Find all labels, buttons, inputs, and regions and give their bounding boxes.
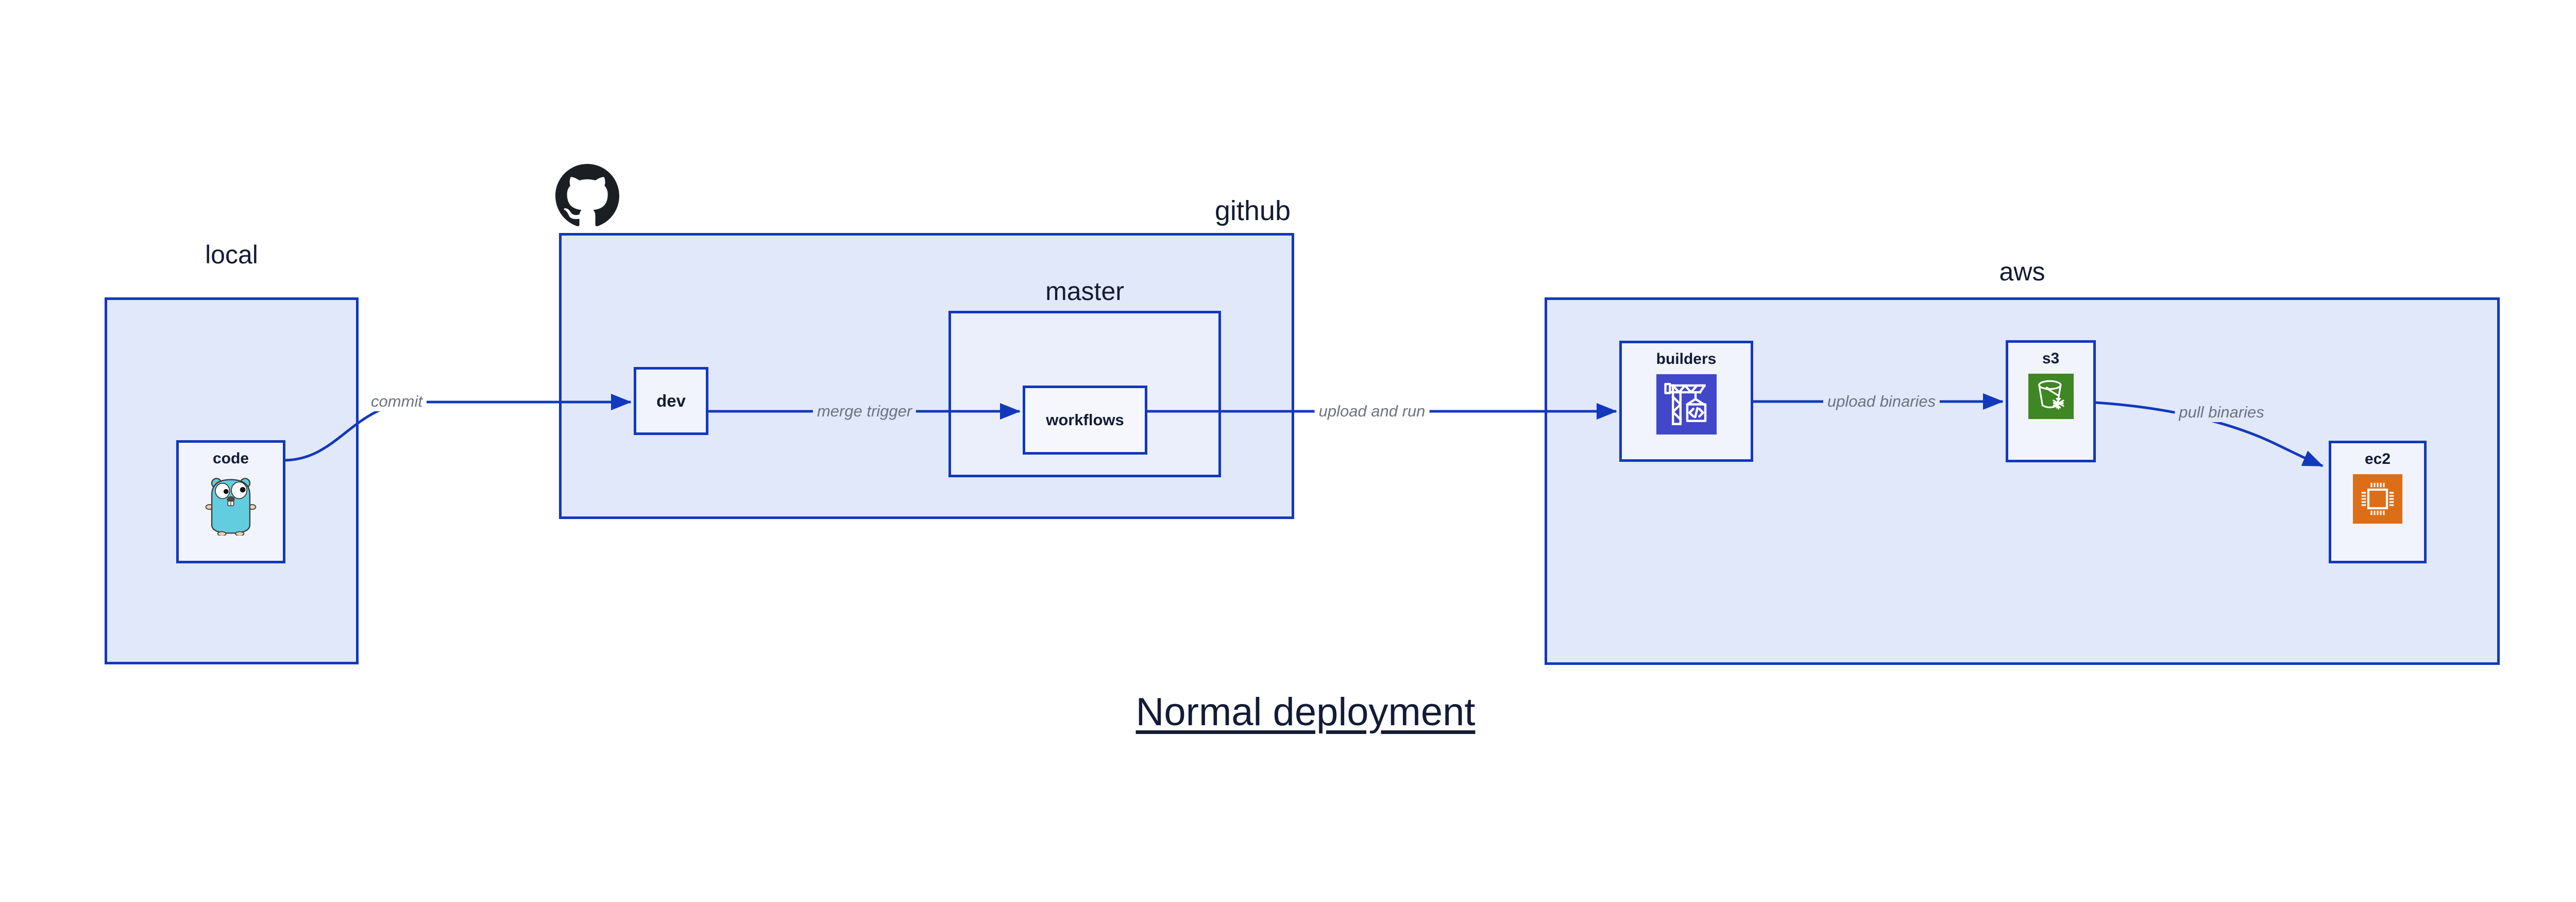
edge-label-pull-binaries: pull binaries [2175, 403, 2268, 422]
edge-label-merge-trigger: merge trigger [812, 402, 917, 421]
edge-label-upload-and-run: upload and run [1314, 402, 1430, 421]
node-dev: dev [634, 367, 708, 435]
node-workflows-label: workflows [1046, 411, 1124, 429]
node-s3: s3 [2006, 340, 2096, 462]
node-s3-label: s3 [2042, 350, 2060, 367]
github-container-label: github [1214, 195, 1291, 226]
node-builders-label: builders [1656, 350, 1717, 368]
node-code-label: code [212, 450, 249, 467]
edge-label-upload-binaries: upload binaries [1823, 392, 1940, 411]
local-container-label: local [205, 240, 258, 269]
node-workflows: workflows [1023, 386, 1147, 455]
node-dev-label: dev [656, 391, 686, 410]
s3-glacier-bucket-icon [2028, 374, 2074, 419]
aws-container-label: aws [1999, 257, 2045, 286]
node-ec2-label: ec2 [2364, 450, 2391, 467]
master-container-label: master [1045, 277, 1124, 306]
codebuild-crane-icon [1656, 374, 1717, 435]
github-octocat-icon [555, 164, 619, 226]
diagram-title: Normal deployment [1136, 690, 1476, 734]
node-builders: builders [1619, 341, 1753, 462]
ec2-chip-icon [2353, 474, 2402, 524]
node-ec2: ec2 [2329, 441, 2427, 563]
go-gopher-icon [205, 478, 257, 536]
edge-label-commit: commit [367, 392, 427, 411]
node-code: code [176, 440, 285, 563]
